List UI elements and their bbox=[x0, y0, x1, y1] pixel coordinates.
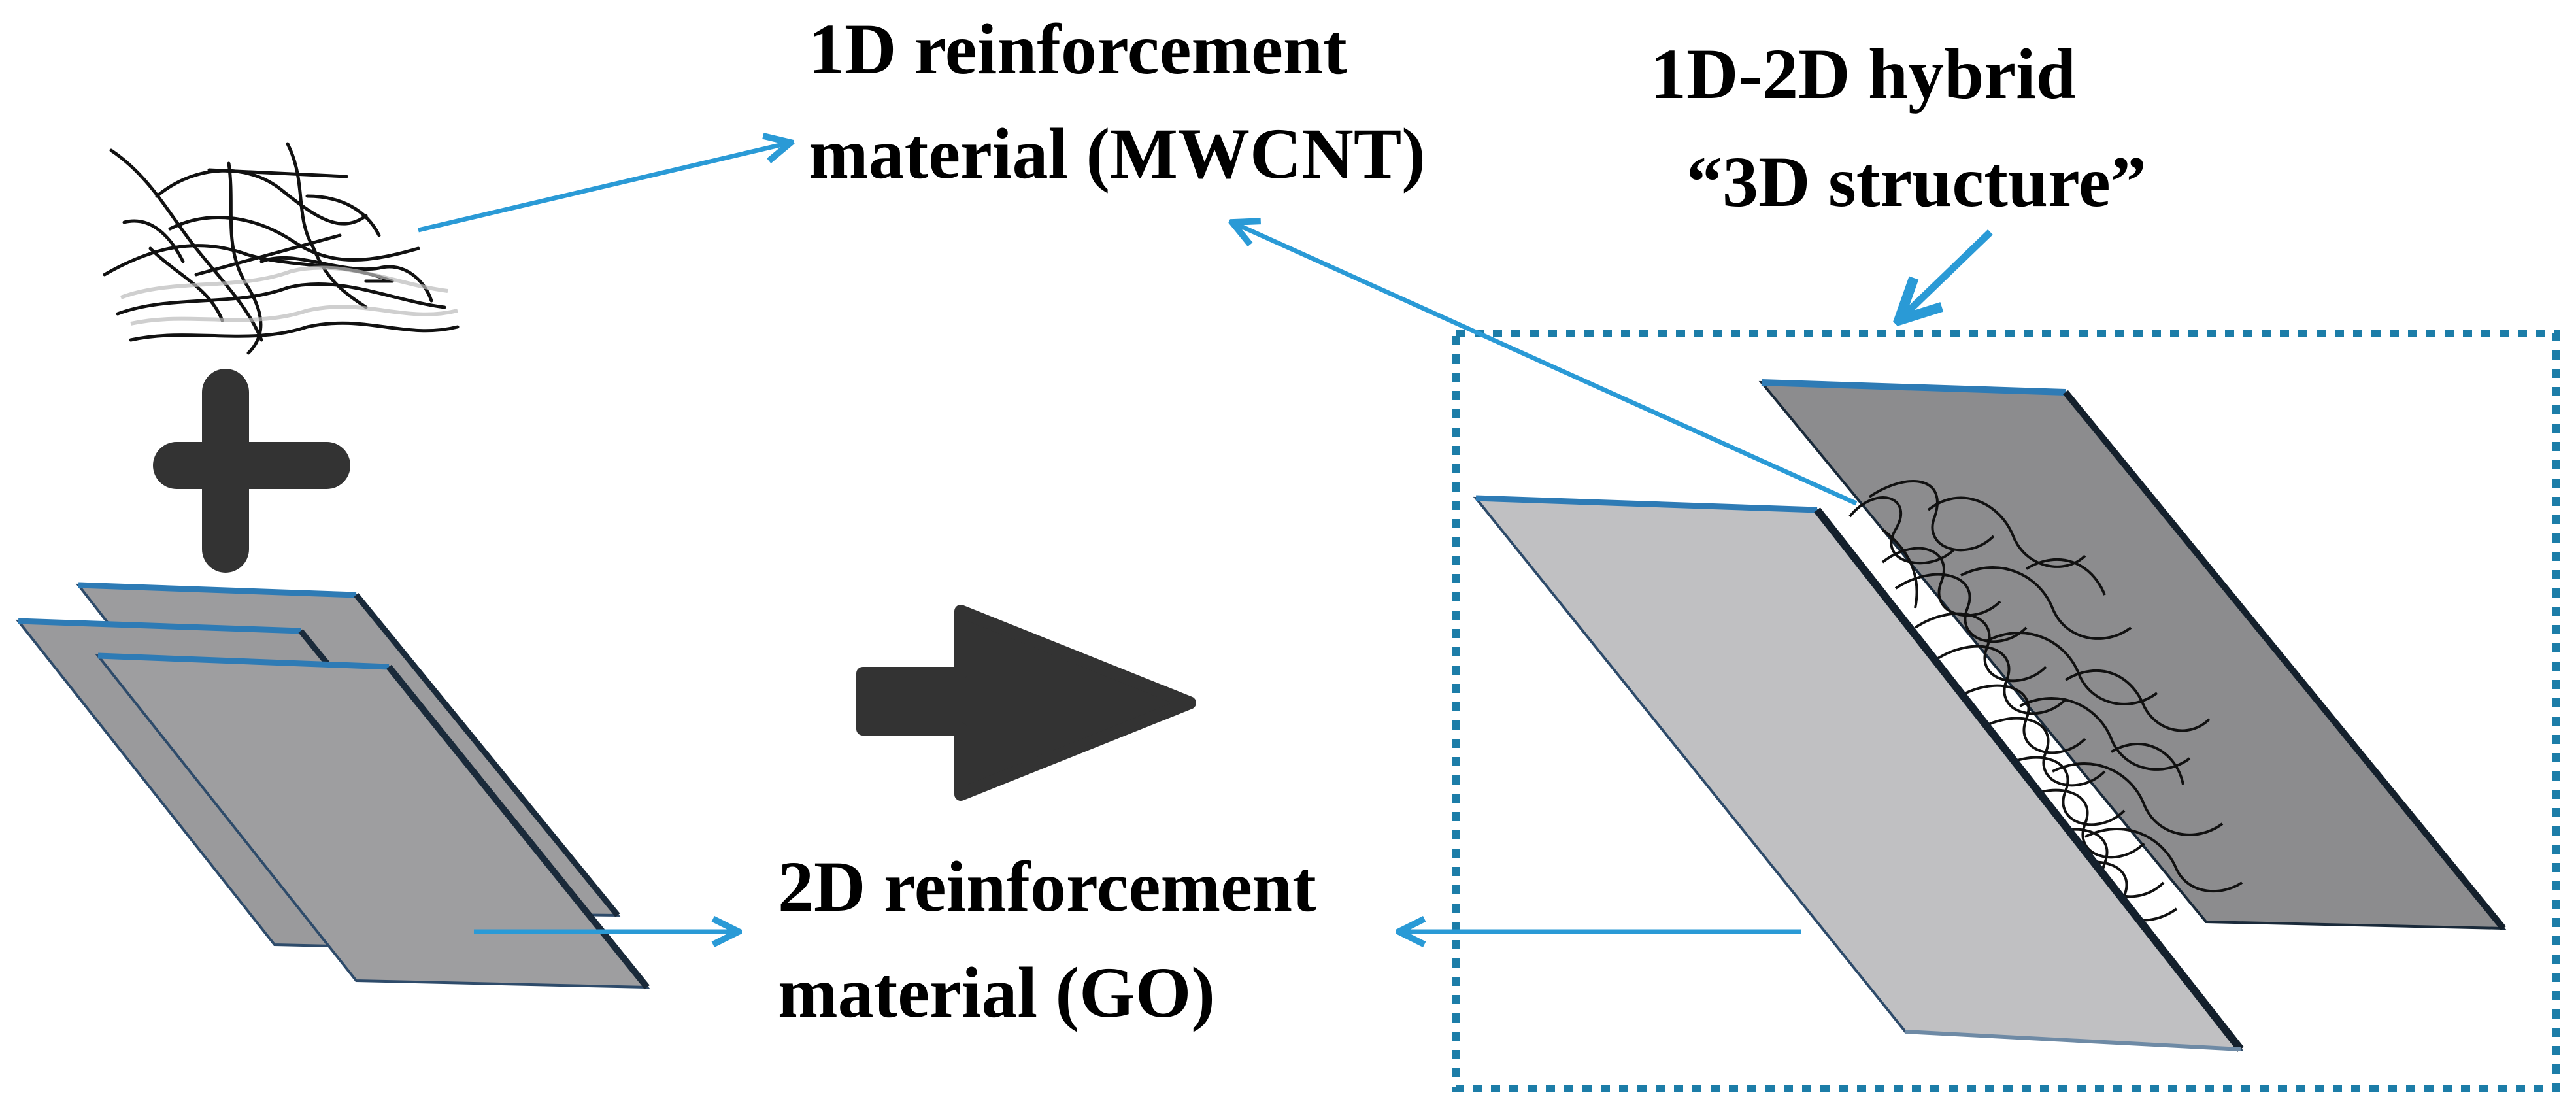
hybrid-cnt-pointer-arrow bbox=[1232, 222, 1858, 506]
mwcnt-label-line1: 1D reinforcement bbox=[809, 9, 1347, 89]
hybrid-pointer-arrow bbox=[1899, 229, 1993, 320]
right-arrow-icon bbox=[856, 605, 1196, 801]
hybrid-sheets bbox=[1473, 379, 2507, 1052]
mwcnt-tangle bbox=[103, 142, 460, 355]
mwcnt-shadow bbox=[120, 265, 458, 326]
mwcnt-pointer-arrow bbox=[418, 143, 791, 233]
hybrid-label-line1: 1D-2D hybrid bbox=[1650, 34, 2076, 114]
go-label-line1: 2D reinforcement bbox=[778, 847, 1316, 926]
go-label-line2: material (GO) bbox=[778, 953, 1215, 1032]
go-sheet-stack bbox=[15, 582, 650, 990]
hybrid-label-line2: “3D structure” bbox=[1686, 142, 2147, 222]
hybrid-dashed-frame bbox=[1452, 330, 2560, 1092]
plus-icon bbox=[153, 369, 350, 573]
mwcnt-label-line2: material (MWCNT) bbox=[809, 114, 1426, 194]
